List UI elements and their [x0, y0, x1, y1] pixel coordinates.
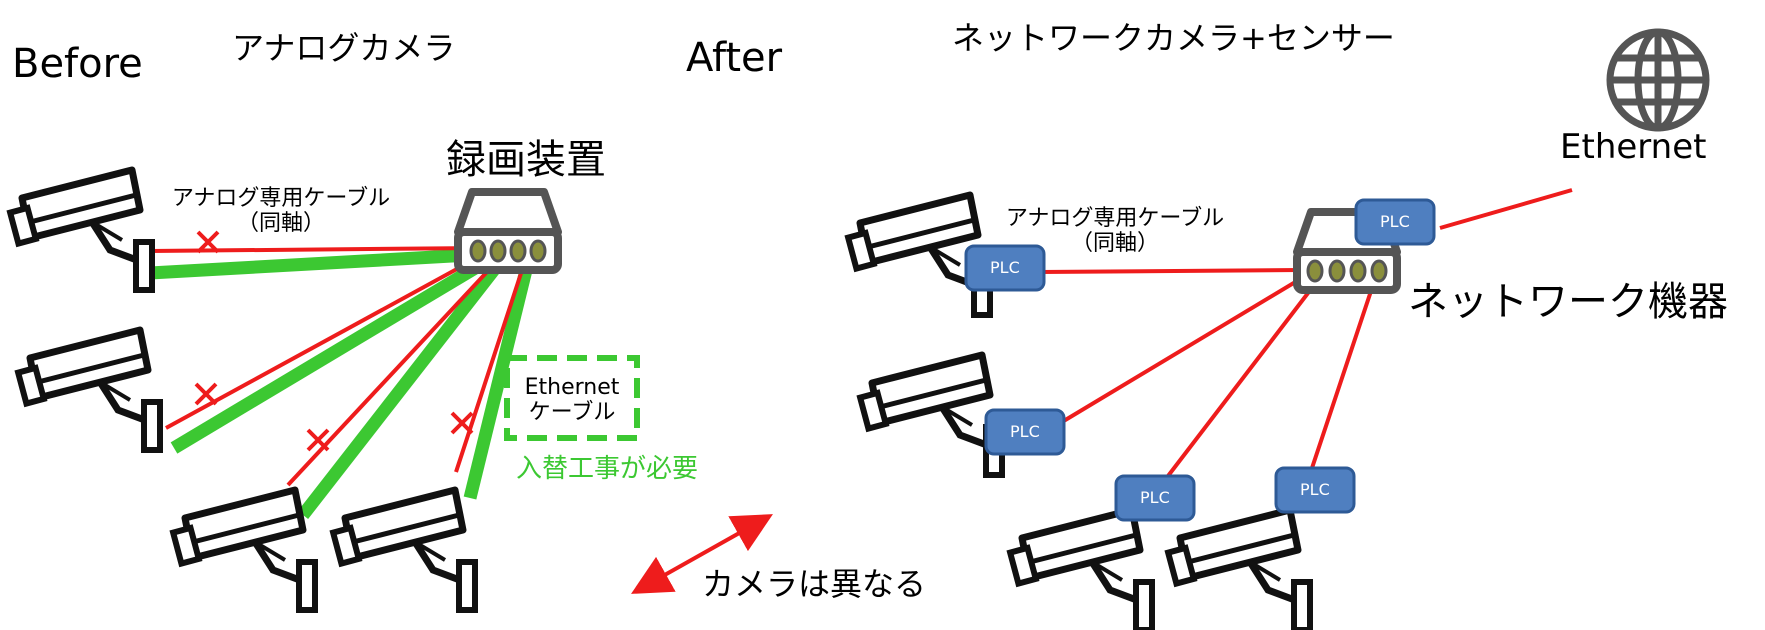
before-cable-label: アナログ専用ケーブル （同軸） — [146, 186, 416, 237]
camera-icon — [1168, 510, 1310, 630]
after-camera-type: ネットワークカメラ+センサー — [952, 19, 1395, 57]
camera-icon — [10, 170, 152, 290]
network-device-label: ネットワーク機器 — [1408, 279, 1728, 325]
cross-marks — [194, 230, 474, 452]
before-analog-lines — [149, 246, 528, 487]
globe-icon — [1606, 28, 1710, 132]
before-ethernet-lines — [149, 247, 535, 519]
plc-label: PLC — [1300, 480, 1330, 499]
replacement-note: 入替工事が必要 — [516, 454, 699, 484]
after-title: After — [686, 35, 783, 81]
before-cable-label-line1: アナログ専用ケーブル — [171, 186, 391, 211]
ethernet-box-line1: Ethernet — [524, 375, 620, 400]
plc-label: PLC — [1140, 488, 1170, 507]
ethernet-cable-box — [504, 355, 640, 441]
recorder-icon — [458, 192, 558, 270]
ethernet-box-label: Ethernet ケーブル — [510, 375, 634, 426]
after-cable-label-line1: アナログ専用ケーブル — [1005, 206, 1225, 231]
internet-label: Ethernet — [1560, 127, 1707, 167]
plc-label: PLC — [1380, 212, 1410, 231]
camera-icon — [18, 330, 160, 450]
plc-adapter-icon — [964, 198, 1436, 522]
arrow-note: カメラは異なる — [702, 565, 927, 603]
camera-icon — [173, 490, 315, 610]
before-cable-label-line2: （同軸） — [236, 211, 325, 237]
network-device-icon — [1297, 212, 1397, 290]
before-title: Before — [12, 41, 143, 87]
camera-icon — [860, 355, 1002, 475]
recorder-label: 録画装置 — [446, 137, 606, 183]
ethernet-box-line2: ケーブル — [528, 400, 616, 426]
plc-label: PLC — [1010, 422, 1040, 441]
after-cable-label-line2: （同軸） — [1070, 231, 1159, 257]
camera-icon — [333, 490, 475, 610]
after-cable-label: アナログ専用ケーブル （同軸） — [980, 206, 1250, 257]
double-arrow-icon — [631, 514, 773, 594]
camera-icon — [1010, 510, 1152, 630]
plc-label: PLC — [990, 258, 1020, 277]
before-camera-type: アナログカメラ — [232, 29, 456, 67]
after-lines — [1039, 188, 1573, 478]
